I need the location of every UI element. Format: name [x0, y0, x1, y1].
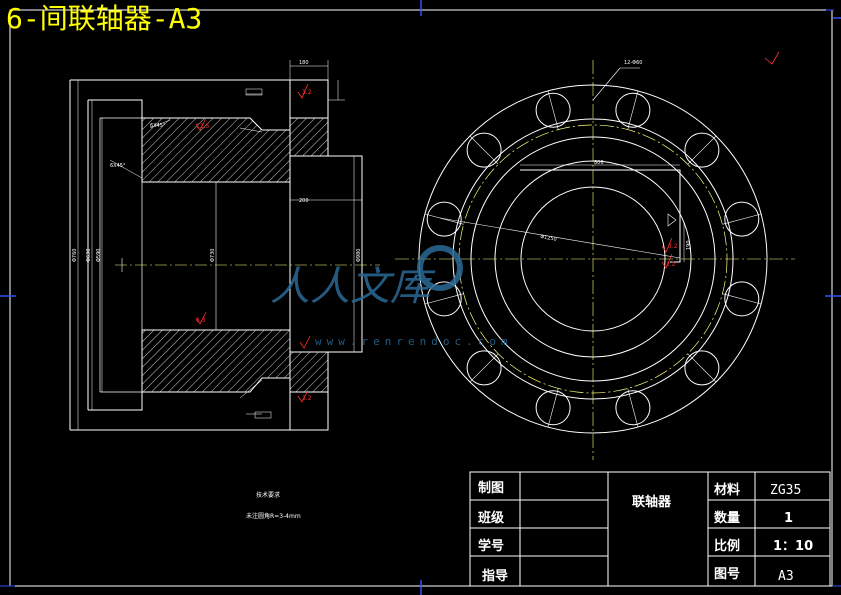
tb-part-name: 联轴器 — [632, 494, 672, 510]
watermark-url: www.renrendoc.com — [315, 335, 513, 348]
chamfer-label-2: 6X45° — [150, 123, 166, 129]
section-view — [69, 60, 380, 431]
title-block — [469, 471, 831, 587]
bolt-hole-centerline — [547, 90, 559, 130]
tb-scale-label: 比例 — [714, 538, 740, 554]
bolt-hole-centerline — [722, 213, 762, 225]
feature-frame-bottom — [254, 411, 272, 419]
dia-1250: Φ1250 — [540, 234, 557, 243]
bolt-hole-centerline — [424, 213, 464, 225]
roughness-32-right: 3.2 — [668, 243, 678, 250]
hole-label: 12-Φ60 — [624, 60, 642, 66]
tb-material-label: 材料 — [714, 482, 740, 498]
dim-200: 200 — [299, 198, 309, 204]
roughness-63: 6.3 — [196, 317, 206, 324]
tb-label-student-no: 学号 — [478, 538, 504, 554]
tb-drawing-no-label: 图号 — [714, 567, 740, 582]
tb-label-advisor: 指导 — [482, 568, 508, 584]
bolt-hole — [615, 390, 651, 426]
dia-980: Φ980 — [356, 249, 362, 262]
bolt-hole-centerline — [469, 353, 499, 383]
tb-scale-value: 1：10 — [773, 539, 813, 554]
notes-line-1: 未注圆角R=3-4mm — [246, 512, 301, 520]
roughness-32-right-2: 3.2 — [666, 261, 676, 268]
roughness-125: 12.5 — [196, 123, 210, 130]
dia-590: Φ590 — [96, 249, 102, 262]
feature-frame-top — [245, 88, 263, 96]
bolt-hole-centerline — [547, 388, 559, 428]
bolt-hole — [535, 390, 571, 426]
dim-180: 180 — [299, 60, 309, 66]
dia-630: Φ630 — [86, 249, 92, 262]
bolt-hole — [615, 92, 651, 128]
hole-leader — [592, 67, 621, 101]
bolt-hole-centerline — [722, 293, 762, 305]
bolt-hole — [724, 201, 760, 237]
roughness-32-bottom: 3.2 — [302, 395, 312, 402]
tb-qty-label: 数量 — [714, 510, 740, 526]
bolt-holes — [424, 90, 762, 428]
bolt-hole — [535, 92, 571, 128]
watermark-logo-text: 人人文库 — [270, 264, 436, 310]
dia-730: Φ730 — [210, 249, 216, 262]
bolt-hole — [684, 350, 720, 386]
tb-label-class: 班级 — [478, 510, 505, 526]
tb-qty-value: 1 — [784, 511, 793, 526]
tb-label-drawn: 制图 — [478, 480, 504, 496]
sheet-title: 6-间联轴器-A3 — [6, 2, 203, 35]
bolt-hole — [426, 281, 462, 317]
bolt-hole — [684, 132, 720, 168]
border-ticks-short — [0, 9, 841, 587]
notes-heading: 技术要求 — [256, 491, 280, 499]
tb-drawing-no-value: A3 — [778, 569, 794, 584]
dim-190: 190 — [686, 240, 692, 250]
bolt-hole-centerline — [687, 135, 717, 165]
bolt-hole-centerline — [627, 388, 639, 428]
bolt-hole-centerline — [469, 135, 499, 165]
dia-leader — [439, 217, 681, 259]
bolt-hole — [466, 350, 502, 386]
bolt-hole-centerline — [627, 90, 639, 130]
chamfer-label-1: 6X45° — [110, 163, 126, 169]
roughness-32-top: 3.2 — [302, 89, 312, 96]
dia-760: Φ760 — [72, 249, 78, 262]
dim-806: 806 — [594, 160, 604, 166]
bolt-hole-centerline — [687, 353, 717, 383]
bolt-hole — [724, 281, 760, 317]
watermark: 人人文库 www.renrendoc.com — [270, 245, 513, 348]
tb-material-value: ZG35 — [770, 483, 801, 498]
bolt-hole — [426, 201, 462, 237]
bolt-hole — [466, 132, 502, 168]
bolt-hole-centerline — [424, 293, 464, 305]
